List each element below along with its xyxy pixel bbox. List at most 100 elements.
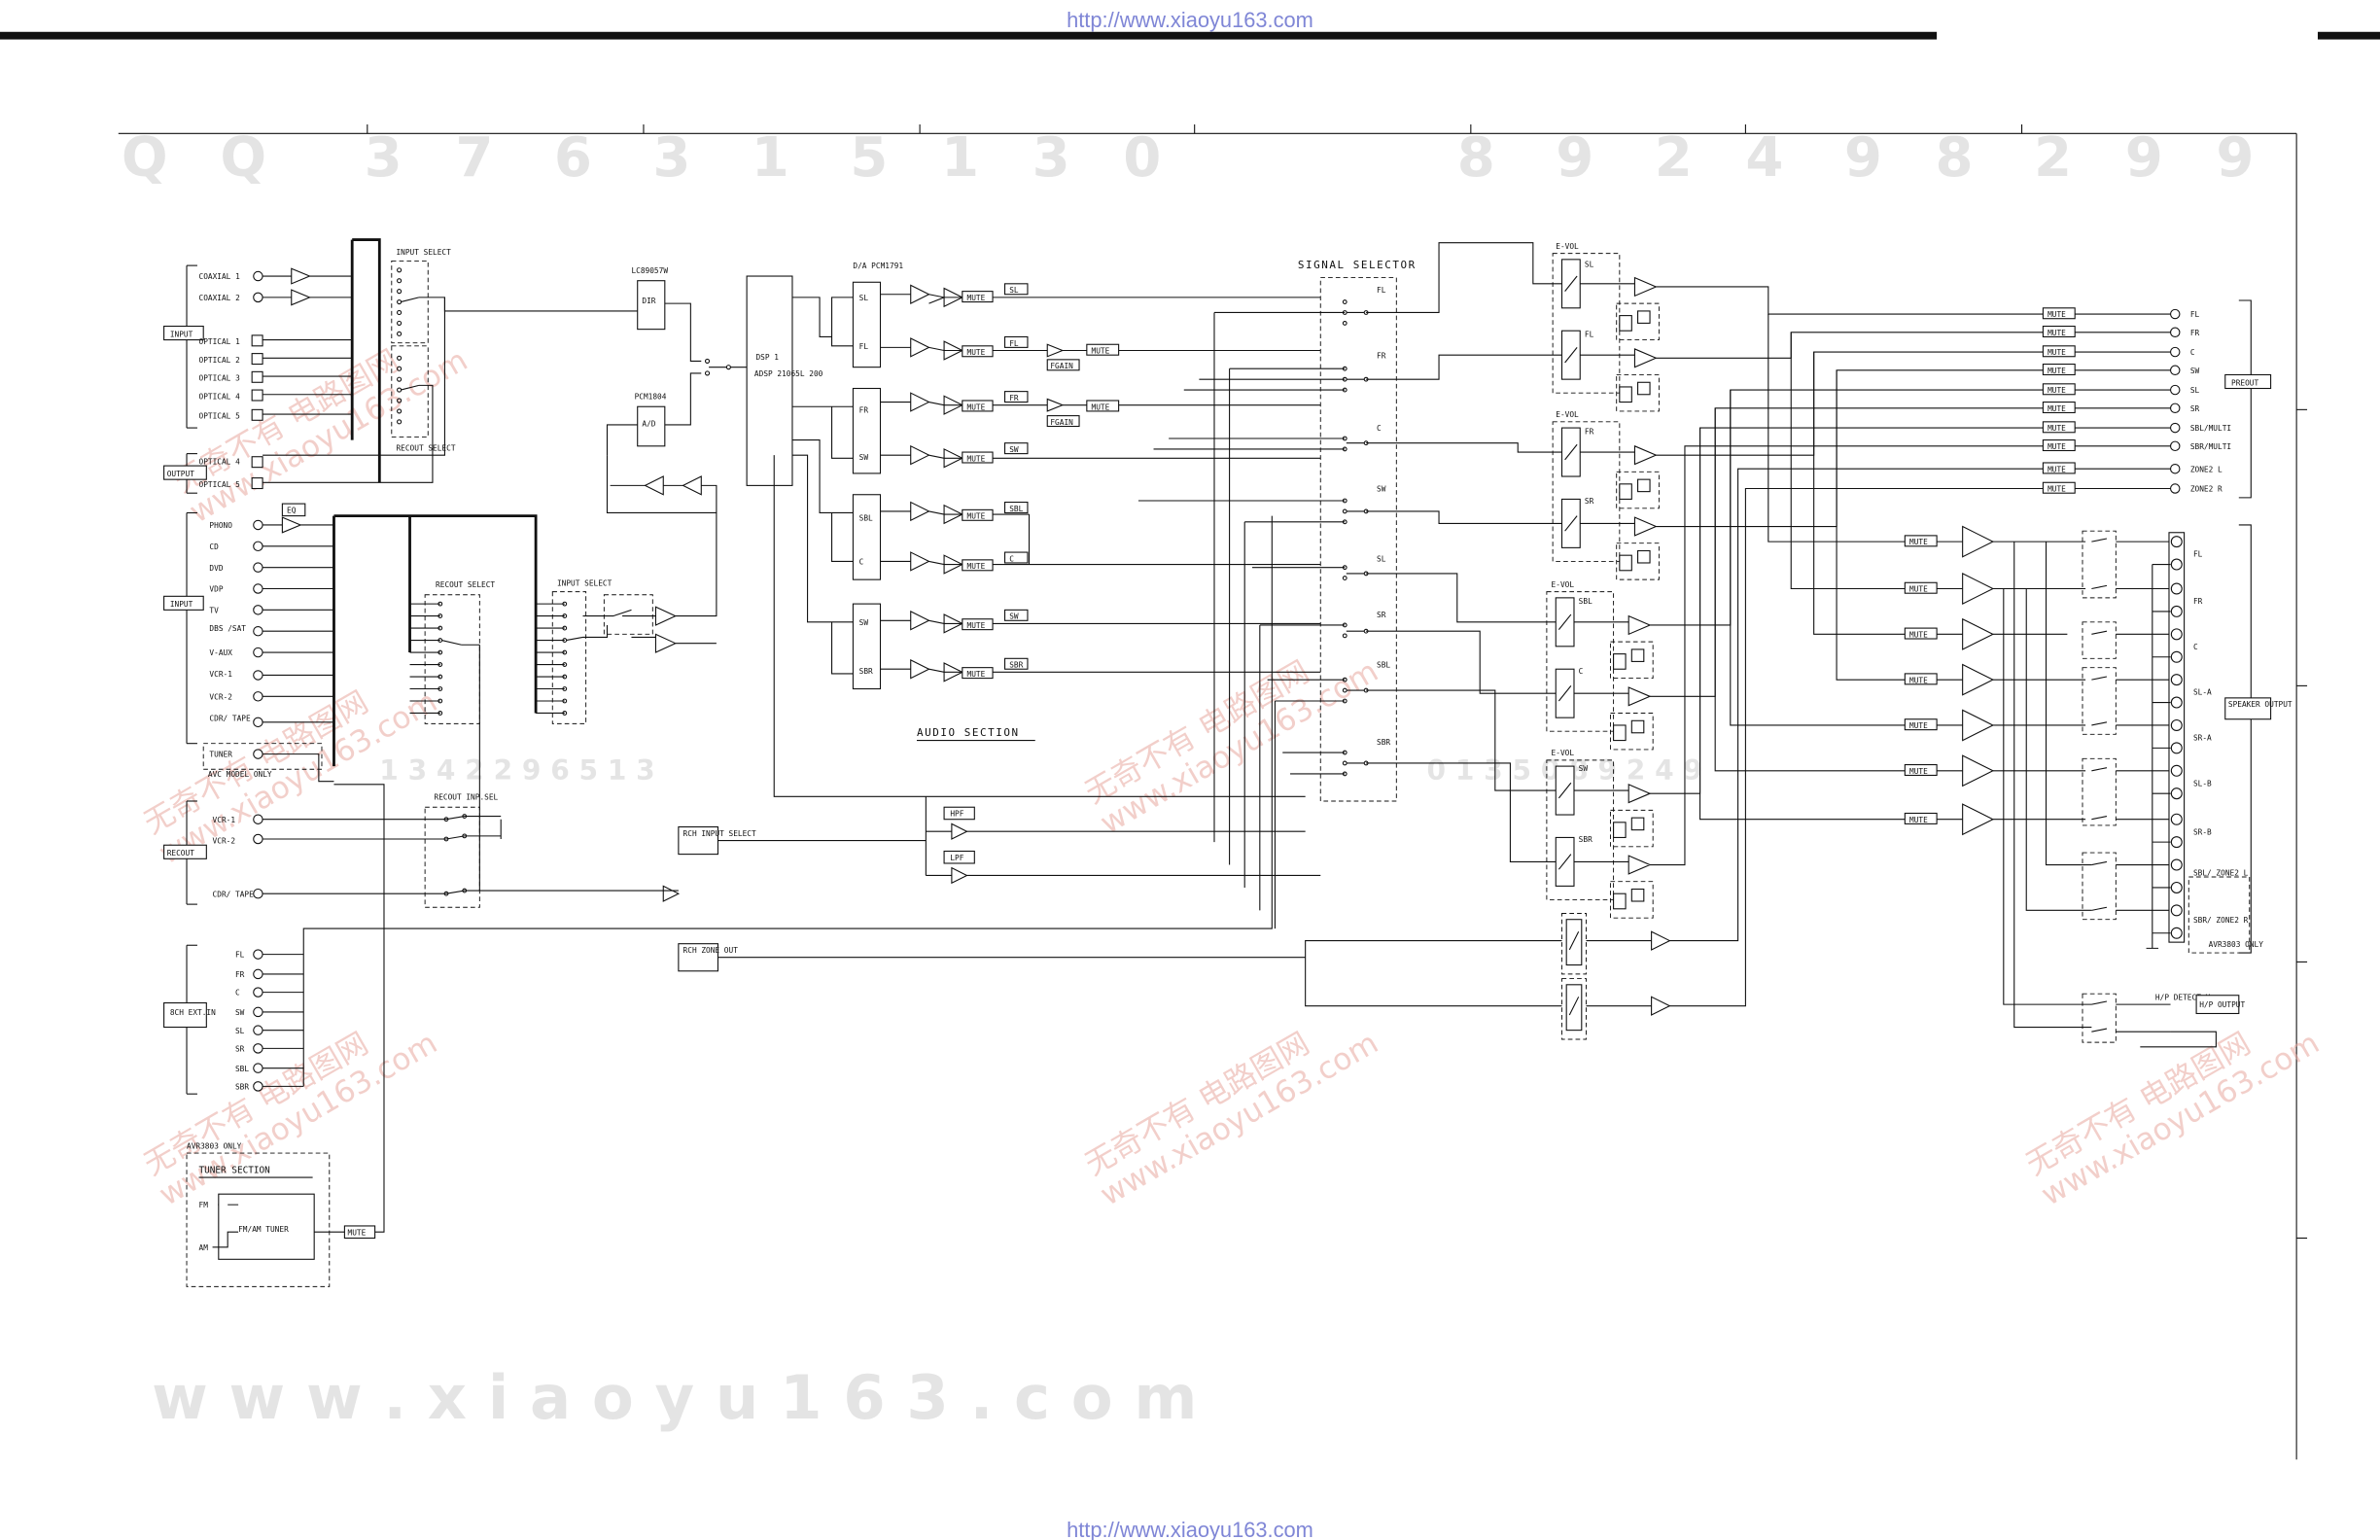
preout-group: MUTE MUTE MUTE MUTE MUTE MUTE MUTE MUTE … — [2042, 299, 2272, 499]
wm-digit: 3 — [365, 126, 402, 190]
speaker-terminals — [2146, 532, 2186, 949]
fgain-label: FGAIN — [1050, 362, 1073, 370]
evol-ch: SL — [1585, 261, 1594, 269]
power-amps — [1937, 525, 2086, 836]
dir-label: DIR — [642, 297, 655, 305]
preout-mutes: MUTE MUTE MUTE MUTE MUTE MUTE MUTE MUTE … — [2042, 307, 2076, 494]
adc-label: A/D — [642, 420, 655, 429]
mute-label: MUTE — [1909, 538, 1928, 546]
tuner-fm: FM — [199, 1201, 209, 1209]
spk-ch: SBL/ ZONE2 L — [2193, 868, 2249, 877]
mute-block — [962, 618, 994, 631]
eq-label: EQ — [287, 506, 297, 514]
tuner-section-title: TUNER SECTION — [199, 1165, 270, 1175]
optical-jack — [251, 334, 263, 347]
speaker-tag-text: SPEAKER OUTPUT — [2228, 700, 2292, 709]
jack-label: OPTICAL 5 — [199, 412, 241, 421]
jack-label: SW — [235, 1008, 245, 1017]
hp-relay-box — [2082, 993, 2117, 1043]
wm-digit: 1 — [941, 126, 979, 190]
chan-tag-label: SBL — [1009, 505, 1023, 513]
dac-ch: FL — [859, 342, 869, 351]
jack-label: OPTICAL 2 — [199, 356, 241, 365]
mute-label: MUTE — [2048, 386, 2066, 395]
preout-tag — [2224, 373, 2272, 390]
recout-select-label: RECOUT SELECT — [396, 443, 455, 452]
preout-ch: SBR/MULTI — [2190, 442, 2231, 451]
optical-output-group: OUTPUT OPTICAL 4 OPTICAL 5 — [163, 453, 263, 494]
wm-digit: Q — [220, 126, 266, 190]
mute-label: MUTE — [2048, 310, 2066, 319]
sel-ch-label: SBR — [1377, 738, 1390, 747]
analog-input-tag — [163, 595, 204, 611]
wm-digit: 9 — [1556, 126, 1593, 190]
hp-detect-label: H/P DETECT Vcc — [2155, 993, 2220, 1001]
eq-block — [281, 503, 306, 517]
sel-ch-label: FR — [1377, 351, 1386, 360]
jack-label: CD — [209, 542, 219, 551]
digital-input-group: INPUT COAXIAL 1 COAXIAL 2 OPTICAL 1 OPTI… — [163, 238, 638, 483]
chan-tag-label: SL — [1009, 286, 1019, 295]
evol-ch: SR — [1585, 497, 1594, 506]
jack-label: VCR-2 — [209, 692, 232, 701]
sel-ch-label: C — [1377, 424, 1382, 433]
wm-digit: Q — [122, 126, 168, 190]
evol-ch: FL — [1585, 330, 1594, 338]
ext-in-group: 8CH EXT.IN FL FR C SW SL SR SBL SBR — [163, 515, 1273, 1095]
jack-label: V-AUX — [209, 648, 232, 657]
mute-block — [1086, 343, 1120, 356]
avc-note: AVC MODEL ONLY — [208, 770, 272, 779]
tuner-mute — [343, 1225, 376, 1239]
dac-block-2 — [852, 387, 882, 474]
mute-label: MUTE — [967, 294, 986, 302]
spk-ch: SBR/ ZONE2 R — [2193, 916, 2249, 925]
wm-digit: 9 — [2125, 126, 2163, 190]
tuner-block-label: FM/AM TUNER — [238, 1225, 289, 1234]
dac-ch: SW — [859, 453, 869, 462]
evol-label: E-VOL — [1556, 410, 1579, 419]
chan-tag-label: FR — [1009, 394, 1019, 402]
evol-ch: FR — [1585, 427, 1594, 436]
preout-ch: SW — [2190, 367, 2200, 375]
jack-label: OPTICAL 3 — [199, 374, 241, 383]
buffer-icon — [654, 633, 678, 653]
jack-label: OPTICAL 4 — [199, 392, 241, 401]
recout-outputs-group: RECOUT VCR-1 VCR-2 CDR/ TAPE RECOUT INP.… — [163, 644, 681, 908]
analog-input-tag-text: INPUT — [170, 600, 193, 609]
preout-tag-text: PREOUT — [2231, 378, 2258, 387]
jack-label: DBS /SAT — [209, 624, 246, 633]
header-bar-right — [2317, 31, 2380, 40]
rch-zone-block — [678, 943, 719, 972]
optical-jack — [251, 389, 263, 402]
jack-label: OPTICAL 4 — [199, 458, 241, 467]
wm-digit: 0 — [1123, 126, 1161, 190]
dir-adc-group: LC89057W DIR PCM1804 A/D DSP 1 ADSP 2106… — [606, 266, 823, 486]
hpf-lpf-group: HPF LPF RCH INPUT SELECT RCH ZONE OUT — [678, 455, 1562, 1007]
optical-output-tag-text: OUTPUT — [167, 470, 194, 478]
header-bar-left — [0, 31, 1938, 40]
dac-ch: SBL — [859, 513, 873, 522]
jack-circle — [253, 270, 263, 282]
dac-chip-label: D/A PCM1791 — [853, 262, 903, 270]
fgain-block — [1046, 415, 1080, 428]
mute-label: MUTE — [967, 402, 986, 411]
input-select-box — [391, 260, 429, 344]
wm-digit: 3 — [1032, 126, 1070, 190]
mute-label: MUTE — [967, 512, 986, 521]
jack-label: DVD — [209, 564, 223, 573]
jack-label: COAXIAL 2 — [199, 294, 241, 302]
wm-digit: 9 — [1844, 126, 1882, 190]
switch-contacts — [397, 267, 420, 425]
dac-ch: SBR — [859, 667, 873, 676]
mute-label: MUTE — [1909, 767, 1928, 776]
jack-label: OPTICAL 5 — [199, 480, 241, 489]
wm-digit: 2 — [1655, 126, 1693, 190]
wm-digit: 4 — [1745, 126, 1783, 190]
jack-label: TUNER — [209, 751, 232, 759]
jack-label: COAXIAL 1 — [199, 272, 241, 281]
evol-pots — [1555, 259, 1581, 887]
spk-ch: FR — [2193, 597, 2203, 606]
zone-pot-box — [1561, 978, 1587, 1040]
watermark-bottom-url: w w w . x i a o y u 1 6 3 . c o m — [152, 1362, 1197, 1433]
preout-ch: SBL/MULTI — [2190, 424, 2231, 433]
